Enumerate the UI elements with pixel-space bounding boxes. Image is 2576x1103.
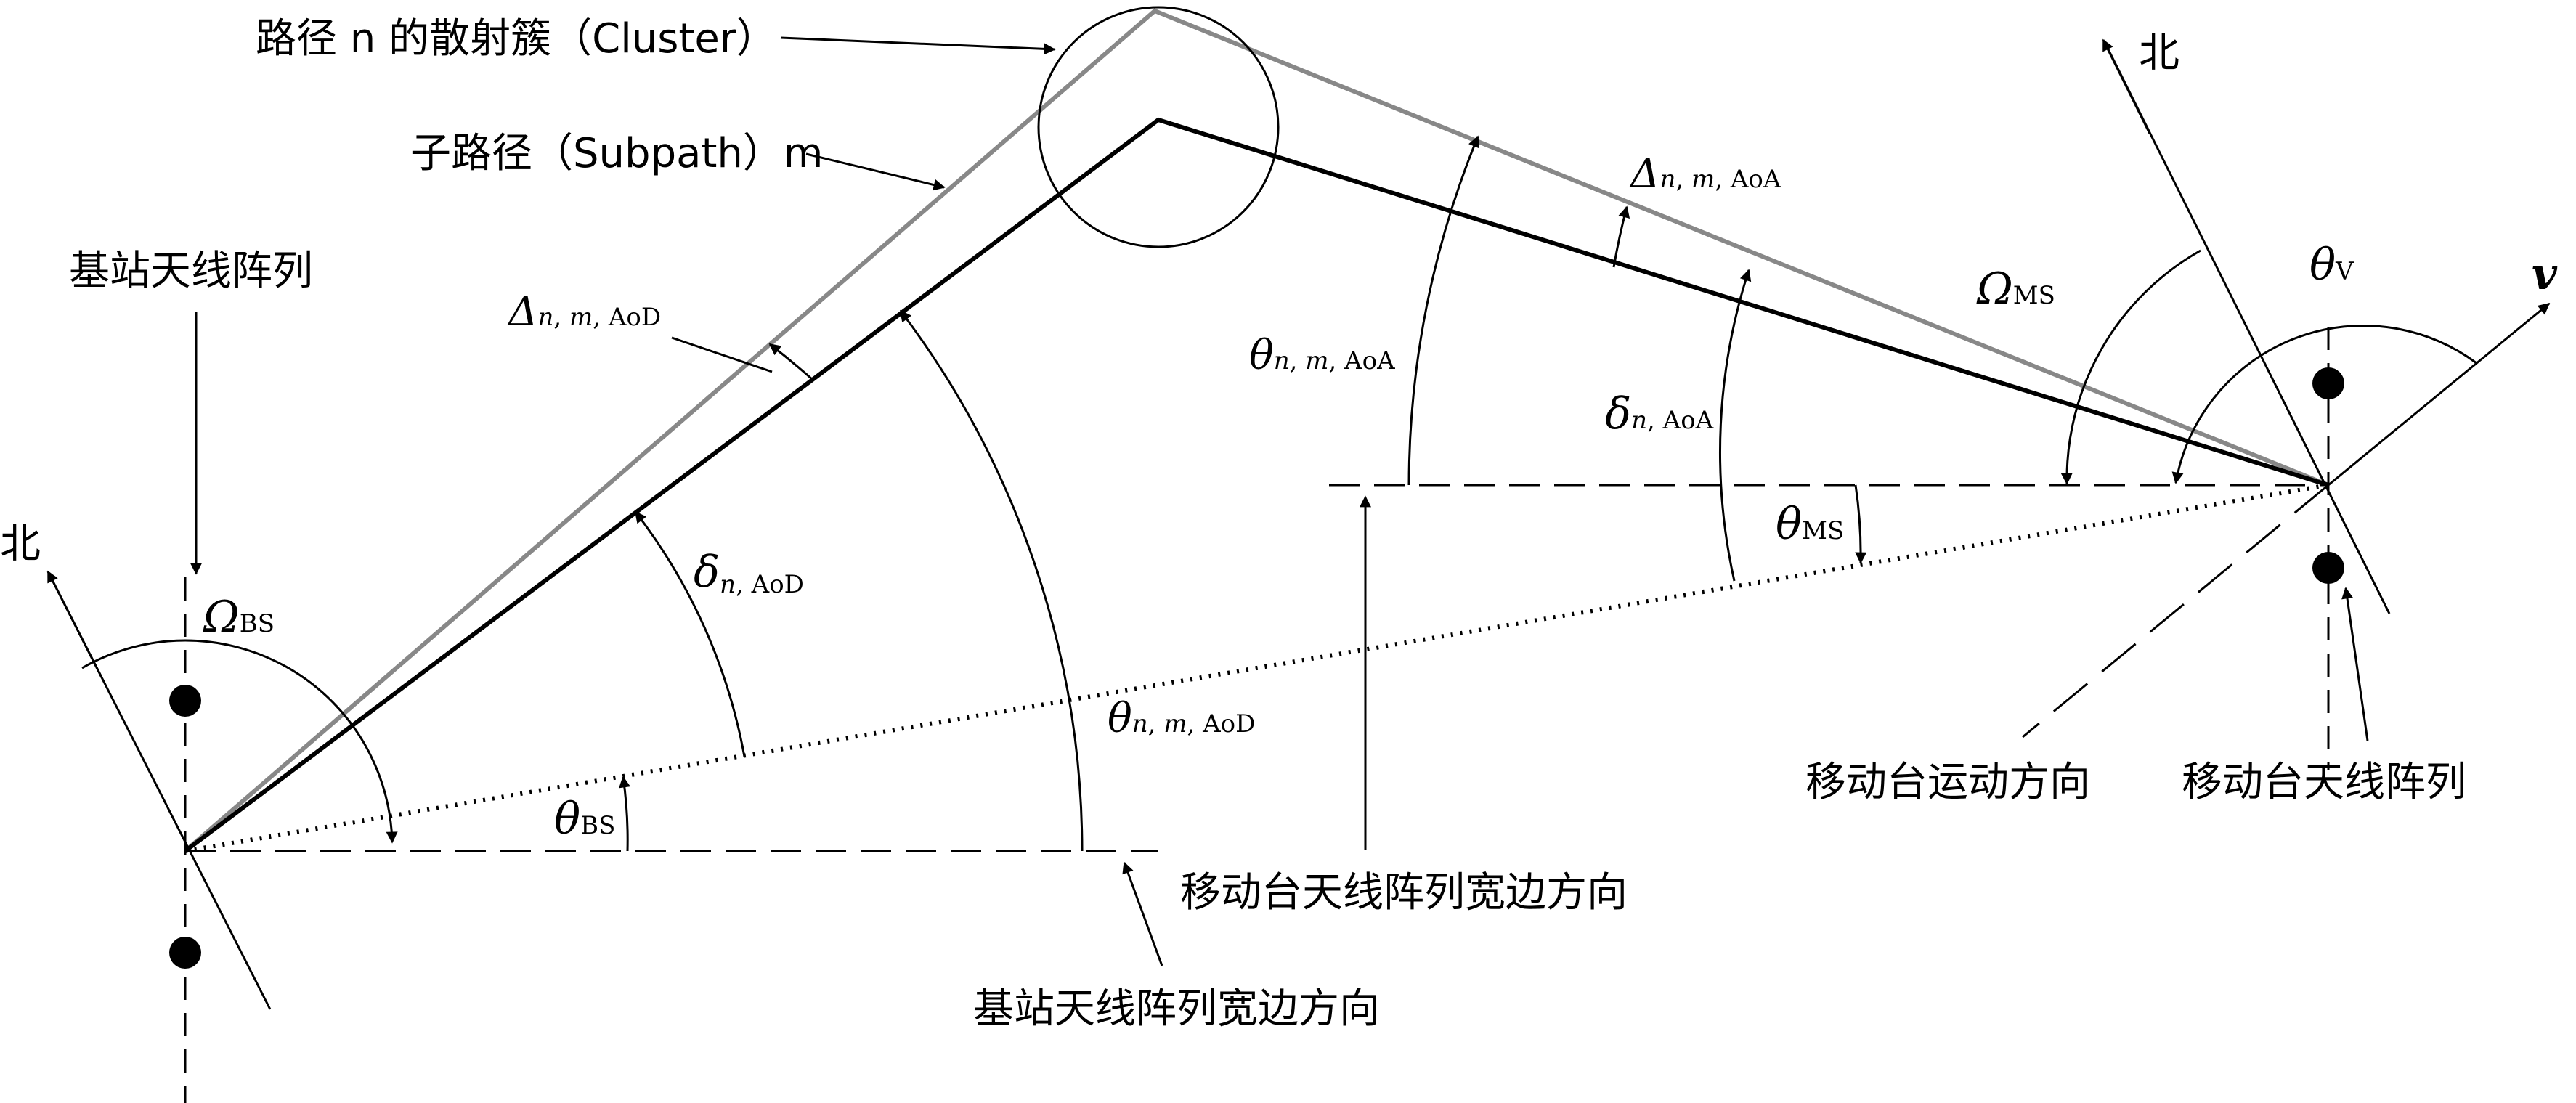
label-Delta-aoa: Δn, m, AoA	[1629, 150, 1781, 198]
cluster-circle	[1037, 6, 1280, 248]
label-velocity: v	[2532, 249, 2558, 300]
label-theta-v: θV	[2309, 240, 2354, 290]
arc-theta-bs	[619, 776, 630, 852]
label-delta-aod: δn, AoD	[694, 547, 804, 599]
label-Delta-aod: Δn, m, AoD	[507, 288, 661, 335]
label-north-bs: 北	[0, 521, 41, 568]
leader-subpath	[805, 152, 946, 191]
bs-array-element-top	[169, 685, 201, 717]
arc-delta-aod	[634, 510, 746, 757]
arc-Delta-aod	[768, 343, 813, 380]
leader-ms-array	[2341, 587, 2369, 741]
label-ms-broadside: 移动台天线阵列宽边方向	[1180, 869, 1628, 916]
bs-north-arrow	[46, 570, 103, 678]
ms-array-element-bottom	[2312, 552, 2344, 584]
ms-motion-dashed	[2022, 484, 2329, 738]
pointer-Delta-aod	[671, 336, 773, 373]
ms-north-line	[2105, 44, 2391, 614]
subpath-line	[184, 117, 2329, 853]
arc-theta-v	[2171, 325, 2477, 484]
label-omega-ms: ΩMS	[1976, 264, 2055, 314]
arc-delta-aoa	[1718, 269, 1752, 582]
arc-theta-ms	[1854, 484, 1867, 564]
los-dotted-line	[184, 483, 2329, 853]
label-theta-bs: θBS	[554, 794, 615, 844]
ms-array-element-top	[2312, 367, 2344, 399]
arc-omega-ms	[2060, 249, 2201, 485]
label-ms-motion: 移动台运动方向	[1805, 759, 2090, 806]
label-delta-aoa: δn, AoA	[1605, 388, 1714, 439]
label-ms-array: 移动台天线阵列	[2182, 759, 2466, 806]
label-theta-aoa: θn, m, AoA	[1249, 332, 1395, 379]
arc-Delta-aoa	[1612, 205, 1630, 268]
label-cluster: 路径 n 的散射簇（Cluster）	[256, 15, 777, 62]
label-bs-broadside: 基站天线阵列宽边方向	[973, 985, 1380, 1033]
label-omega-bs: ΩBS	[203, 592, 275, 643]
label-bs-array: 基站天线阵列	[69, 248, 313, 295]
bs-array-element-bottom	[169, 937, 201, 969]
velocity-arrow	[2328, 302, 2551, 487]
leader-bs-broadside	[1122, 861, 1163, 966]
arc-theta-aoa	[1407, 135, 1479, 486]
label-north-ms: 北	[2139, 30, 2179, 77]
label-subpath: 子路径（Subpath）m	[410, 130, 823, 177]
arc-omega-bs	[81, 639, 398, 844]
ms-north-arrow	[2102, 38, 2151, 134]
label-theta-ms: θMS	[1776, 499, 1844, 550]
label-theta-aod: θn, m, AoD	[1108, 695, 1255, 742]
arc-theta-aod	[899, 309, 1084, 852]
leader-cluster	[780, 36, 1056, 55]
cluster-path-line	[184, 8, 2330, 853]
